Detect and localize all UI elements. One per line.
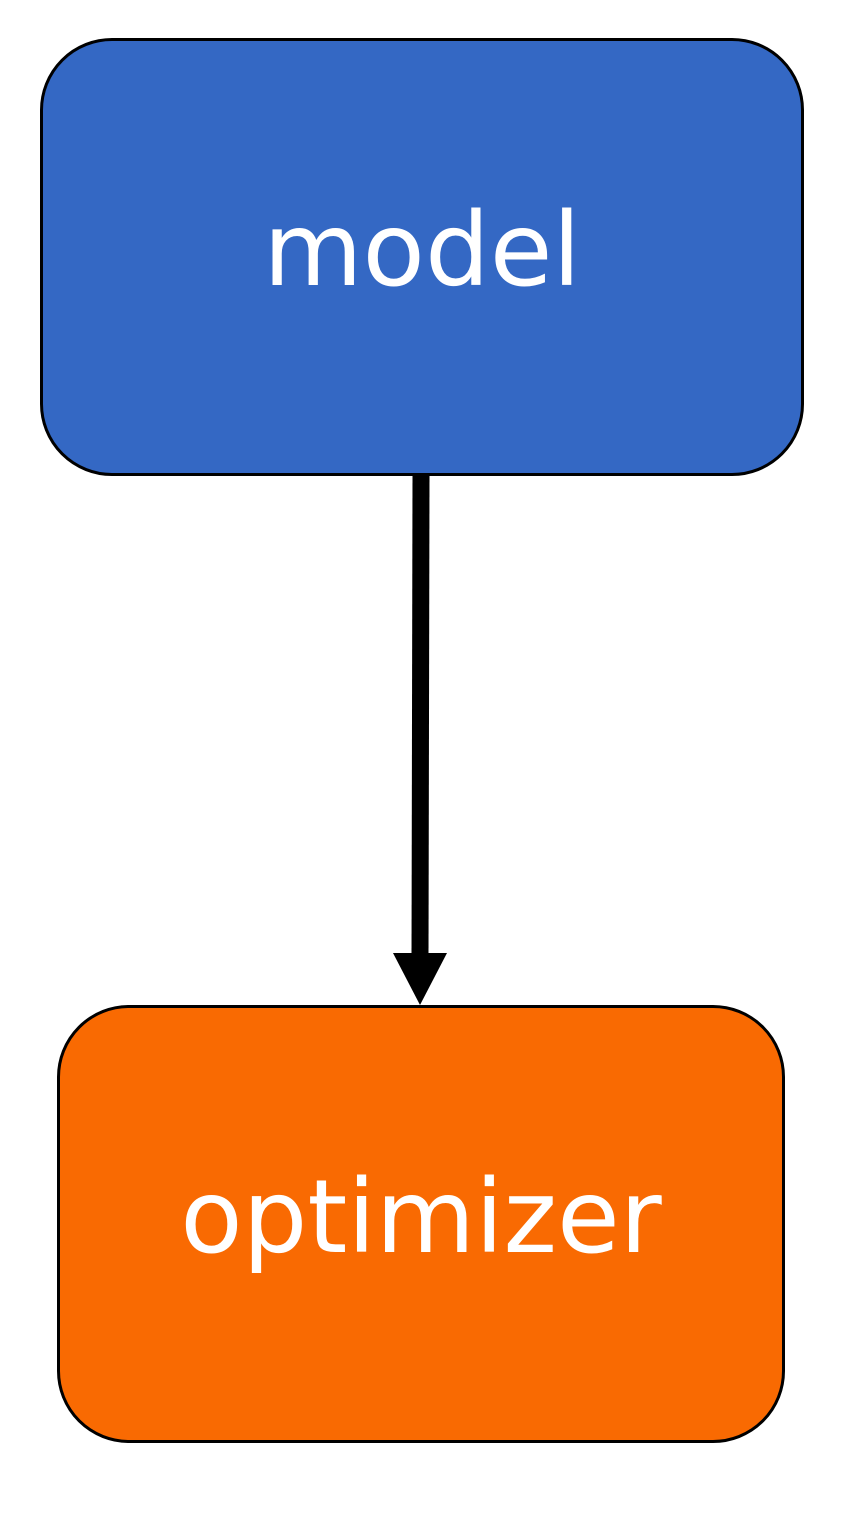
- optimizer-node-label: optimizer: [180, 1158, 662, 1277]
- model-node-label: model: [263, 191, 581, 310]
- arrowhead-icon: [393, 953, 447, 1005]
- optimizer-node: optimizer: [57, 1005, 785, 1443]
- model-node: model: [40, 38, 804, 476]
- edge-line: [411, 475, 430, 959]
